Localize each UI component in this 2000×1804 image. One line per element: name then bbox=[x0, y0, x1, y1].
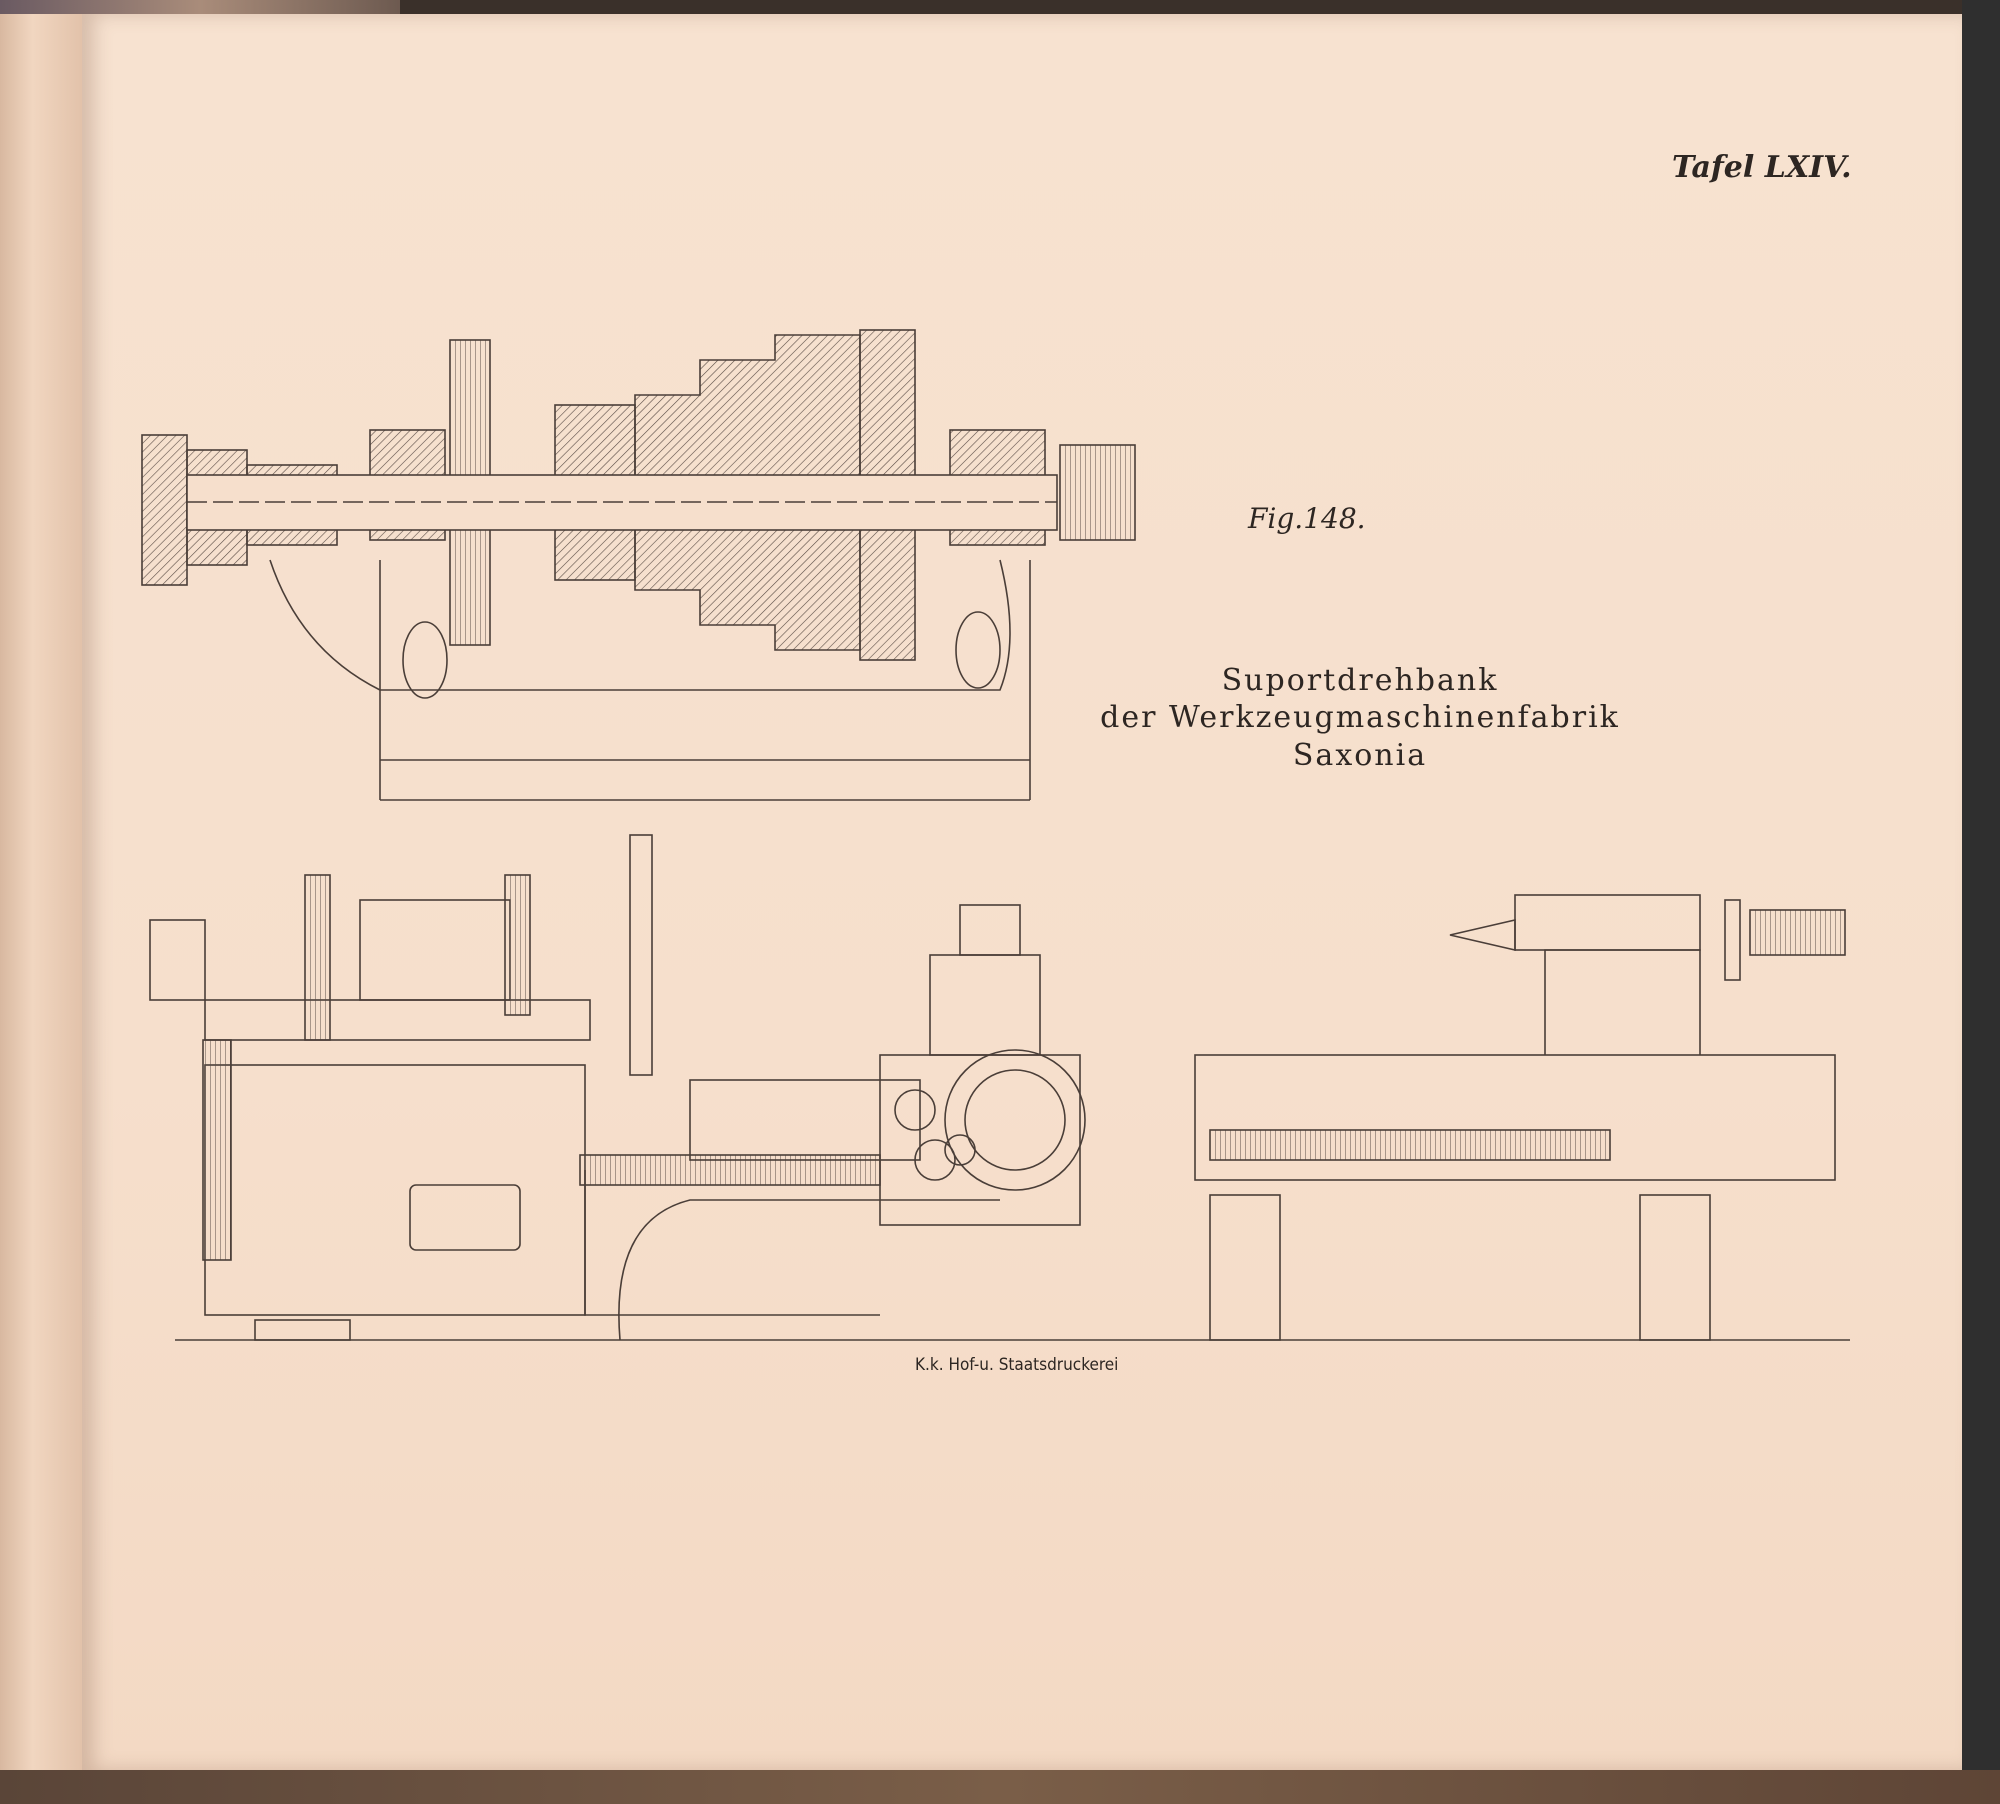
book-cover-bottom bbox=[0, 1770, 2000, 1804]
elevation-view bbox=[149, 834, 1850, 1341]
printer-credit: K.k. Hof-u. Staatsdruckerei bbox=[915, 1355, 1119, 1375]
plate-page bbox=[82, 14, 1962, 1770]
plate-number: Tafel LXIV. bbox=[1672, 150, 1852, 185]
book-cover-edge bbox=[0, 0, 400, 14]
figure-label: Fig.148. bbox=[1248, 502, 1366, 535]
title-line-1: Suportdrehbank bbox=[1221, 663, 1499, 698]
scan-background bbox=[1962, 0, 2000, 1804]
title-line-3: Saxonia bbox=[1292, 738, 1428, 773]
section-view bbox=[141, 329, 1136, 801]
title-line-2: der Werkzeugmaschinenfabrik bbox=[1100, 700, 1620, 735]
